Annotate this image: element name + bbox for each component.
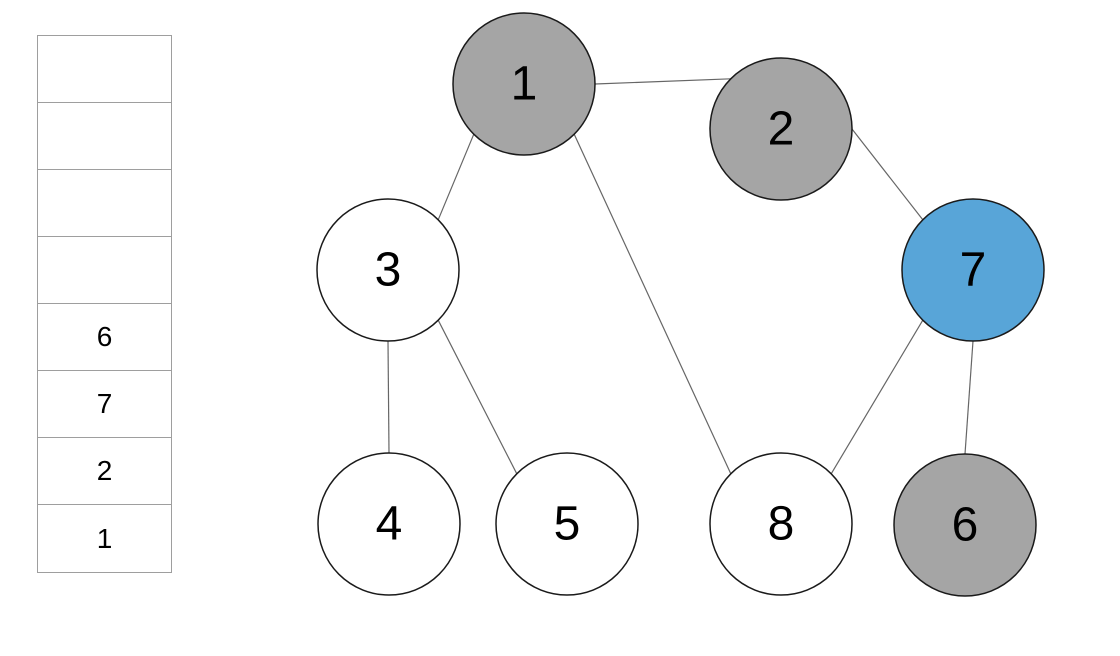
graph-node-label: 5 <box>554 498 581 551</box>
graph-edge-3-4 <box>387 340 390 454</box>
stack-cell <box>38 170 171 237</box>
graph-node-label: 6 <box>952 499 979 552</box>
graph-node-7: 7 <box>901 198 1045 342</box>
stack-panel: 6 7 2 1 <box>37 35 172 573</box>
graph-node-8: 8 <box>709 452 853 596</box>
graph-node-3: 3 <box>316 198 460 342</box>
graph-node-circle <box>316 198 460 342</box>
graph-node-circle <box>452 12 596 156</box>
stack-cell: 1 <box>96 522 113 554</box>
graph-edge-7-6 <box>964 340 974 455</box>
graph-node-2: 2 <box>709 57 853 201</box>
graph-node-label: 1 <box>511 58 538 111</box>
graph-node-label: 7 <box>960 244 987 297</box>
graph-node-6: 6 <box>893 453 1037 597</box>
graph-node-label: 3 <box>375 244 402 297</box>
graph-node-circle <box>709 452 853 596</box>
graph-node-5: 5 <box>495 452 639 596</box>
graph-node-4: 4 <box>317 452 461 596</box>
stack-cell: 2 <box>38 438 171 505</box>
graph-node-circle <box>709 57 853 201</box>
graph-node-label: 2 <box>768 103 795 156</box>
stack-cell <box>38 237 171 304</box>
graph-node-circle <box>893 453 1037 597</box>
graph-node-circle <box>317 452 461 596</box>
graph-edge-7-8 <box>830 319 924 475</box>
graph-edge-2-7 <box>851 128 924 221</box>
graph-node-label: 8 <box>768 498 795 551</box>
stack-cell <box>38 103 171 170</box>
graph-node-circle <box>495 452 639 596</box>
stack-cell: 7 <box>38 371 171 438</box>
graph-node-1: 1 <box>452 12 596 156</box>
graph-edge-3-5 <box>437 319 518 475</box>
stack-cell: 6 <box>38 304 171 371</box>
graph-node-label: 4 <box>376 498 403 551</box>
graph-node-circle <box>901 198 1045 342</box>
graph-edge-1-3 <box>437 133 475 221</box>
graph-edge-1-2 <box>594 78 731 85</box>
stack-cell <box>38 36 171 103</box>
graph-edge-1-8 <box>573 133 732 475</box>
